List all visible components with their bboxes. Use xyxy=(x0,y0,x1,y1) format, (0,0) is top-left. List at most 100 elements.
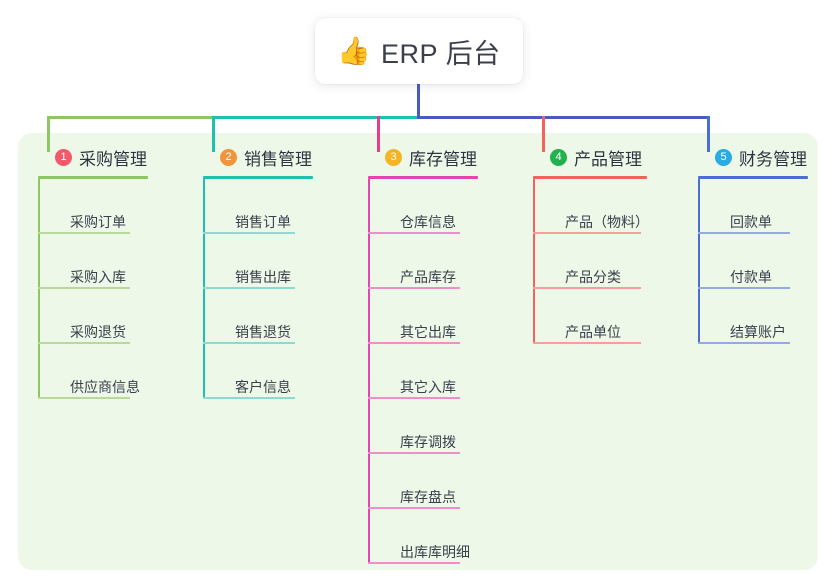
branch-header-2[interactable]: 2 销售管理 xyxy=(203,145,353,169)
branch-title: 产品管理 xyxy=(574,149,642,169)
branch-item-underline xyxy=(533,287,641,289)
branch-item-label: 产品分类 xyxy=(565,269,621,285)
branch-underline xyxy=(368,176,478,179)
branch-items: 产品（物料） 产品分类产品单位 xyxy=(533,179,688,344)
branch-spine xyxy=(533,179,535,344)
branch-items: 仓库信息产品库存其它出库其它入库库存调拨库存盘点出库库明细 xyxy=(368,179,518,564)
branch-item[interactable]: 采购入库 xyxy=(38,234,188,289)
branch-item[interactable]: 回款单 xyxy=(698,179,839,234)
branch-spine xyxy=(203,179,205,399)
branch-item-label: 结算账户 xyxy=(730,324,786,340)
branch-item-label: 销售退货 xyxy=(235,324,291,340)
branch-item[interactable]: 结算账户 xyxy=(698,289,839,344)
branch-item-label: 客户信息 xyxy=(235,379,291,395)
branch-item-label: 回款单 xyxy=(730,214,772,230)
branch-item[interactable]: 产品分类 xyxy=(533,234,688,289)
branch-item[interactable]: 销售出库 xyxy=(203,234,353,289)
branch-item-label: 采购退货 xyxy=(70,324,126,340)
branch-item-underline xyxy=(368,397,460,399)
branch-spine xyxy=(38,179,40,399)
branch-underline xyxy=(533,176,647,179)
root-node[interactable]: 👍 ERP 后台 xyxy=(315,18,523,84)
branch-number-badge: 4 xyxy=(550,148,567,166)
branch-header-1[interactable]: 1 采购管理 xyxy=(38,145,188,169)
branch-column-2: 2 销售管理销售订单销售出库销售退货客户信息 xyxy=(203,145,353,399)
branch-item[interactable]: 库存盘点 xyxy=(368,454,518,509)
branch-item-underline xyxy=(368,507,460,509)
branch-item-underline xyxy=(368,562,460,564)
branch-item[interactable]: 出库库明细 xyxy=(368,509,518,564)
branch-title: 财务管理 xyxy=(739,149,807,169)
branch-item[interactable]: 其它入库 xyxy=(368,344,518,399)
branch-item[interactable]: 产品单位 xyxy=(533,289,688,344)
branch-drop-5 xyxy=(707,116,710,152)
branch-item-underline xyxy=(38,397,130,399)
branch-item-label: 出库库明细 xyxy=(400,544,470,560)
branch-underline xyxy=(203,176,313,179)
branch-item-underline xyxy=(533,232,641,234)
branch-item-underline xyxy=(698,232,790,234)
branch-item-label: 付款单 xyxy=(730,269,772,285)
branch-item-underline xyxy=(533,342,641,344)
branch-item[interactable]: 供应商信息 xyxy=(38,344,188,399)
branch-header-4[interactable]: 4 产品管理 xyxy=(533,145,688,169)
branch-item[interactable]: 销售订单 xyxy=(203,179,353,234)
branch-item-label: 采购订单 xyxy=(70,214,126,230)
branch-item-underline xyxy=(38,287,130,289)
branch-item-label: 库存调拨 xyxy=(400,434,456,450)
branch-item-label: 产品库存 xyxy=(400,269,456,285)
branch-items: 销售订单销售出库销售退货客户信息 xyxy=(203,179,353,399)
bus-segment-3 xyxy=(417,116,710,119)
branch-item-label: 其它出库 xyxy=(400,324,456,340)
branch-spine xyxy=(368,179,370,564)
branch-item[interactable]: 客户信息 xyxy=(203,344,353,399)
diagram-panel xyxy=(18,133,818,570)
branch-item-underline xyxy=(698,342,790,344)
branch-item-label: 产品单位 xyxy=(565,324,621,340)
branch-column-5: 5 财务管理回款单付款单结算账户 xyxy=(698,145,839,344)
branch-item[interactable]: 其它出库 xyxy=(368,289,518,344)
branch-header-5[interactable]: 5 财务管理 xyxy=(698,145,839,169)
branch-item[interactable]: 产品（物料） xyxy=(533,179,688,234)
branch-item[interactable]: 产品库存 xyxy=(368,234,518,289)
branch-spine xyxy=(698,179,700,344)
branch-number-badge: 2 xyxy=(220,148,237,166)
branch-title: 库存管理 xyxy=(409,149,477,169)
branch-number-badge: 5 xyxy=(715,148,732,166)
branch-item-underline xyxy=(38,342,130,344)
branch-column-3: 3 库存管理仓库信息产品库存其它出库其它入库库存调拨库存盘点出库库明细 xyxy=(368,145,518,564)
branch-header-3[interactable]: 3 库存管理 xyxy=(368,145,518,169)
branch-item[interactable]: 库存调拨 xyxy=(368,399,518,454)
branch-drop-1 xyxy=(47,116,50,152)
branch-item[interactable]: 采购退货 xyxy=(38,289,188,344)
branch-item-label: 采购入库 xyxy=(70,269,126,285)
root-stem xyxy=(417,84,420,119)
branch-items: 回款单付款单结算账户 xyxy=(698,179,839,344)
branch-number-badge: 1 xyxy=(55,148,72,166)
root-title: ERP 后台 xyxy=(381,38,501,69)
branch-item[interactable]: 销售退货 xyxy=(203,289,353,344)
branch-item-underline xyxy=(203,342,295,344)
branch-column-4: 4 产品管理产品（物料） 产品分类产品单位 xyxy=(533,145,688,344)
branch-item-label: 供应商信息 xyxy=(70,379,140,395)
branch-item[interactable]: 付款单 xyxy=(698,234,839,289)
branch-drop-4 xyxy=(542,116,545,152)
branch-items: 采购订单采购入库采购退货供应商信息 xyxy=(38,179,188,399)
branch-title: 销售管理 xyxy=(244,149,312,169)
branch-item[interactable]: 采购订单 xyxy=(38,179,188,234)
branch-item[interactable]: 仓库信息 xyxy=(368,179,518,234)
branch-item-label: 销售订单 xyxy=(235,214,291,230)
branch-underline xyxy=(698,176,808,179)
branch-title: 采购管理 xyxy=(79,149,147,169)
branch-item-underline xyxy=(203,232,295,234)
branch-item-label: 库存盘点 xyxy=(400,489,456,505)
branch-item-underline xyxy=(698,287,790,289)
branch-drop-3 xyxy=(377,116,380,152)
branch-column-1: 1 采购管理采购订单采购入库采购退货供应商信息 xyxy=(38,145,188,399)
branch-item-label: 产品（物料） xyxy=(565,214,649,230)
branch-number-badge: 3 xyxy=(385,148,402,166)
branch-item-underline xyxy=(368,232,460,234)
branch-item-underline xyxy=(368,287,460,289)
thumbs-up-icon: 👍 xyxy=(337,35,372,66)
